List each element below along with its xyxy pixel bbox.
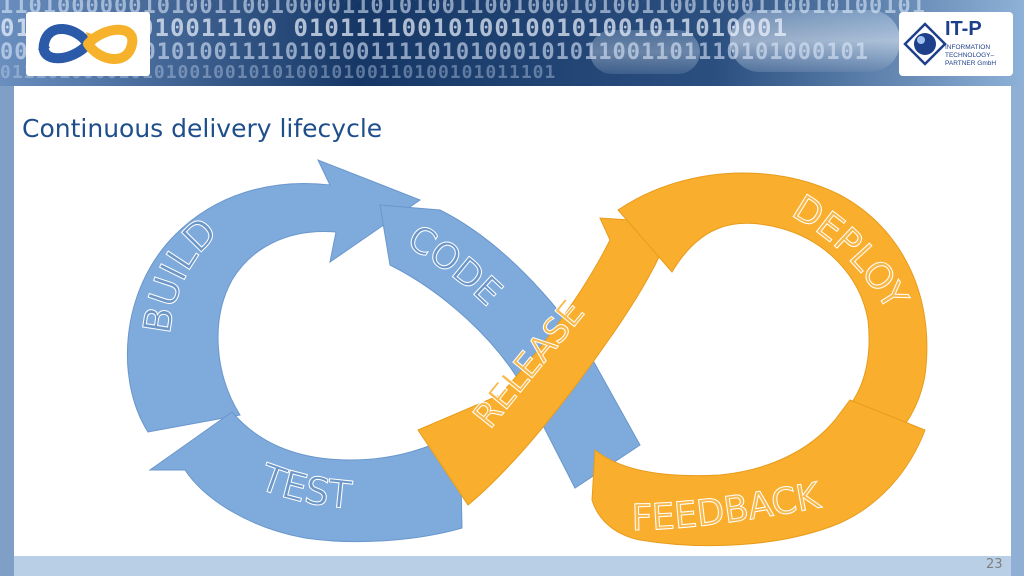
company-tagline-line: INFORMATION [945, 44, 991, 51]
company-tagline-line: PARTNER GmbH [945, 60, 997, 67]
globe-diamond-icon [903, 22, 947, 66]
feedback-arrow [591, 399, 926, 547]
build-arrow [127, 159, 422, 433]
release-arrow [417, 217, 661, 506]
company-tagline-line: TECHNOLOGY– [945, 52, 995, 59]
test-arrow [148, 411, 463, 543]
binary-text-line: 1101000000101001100100001101010011001000… [0, 0, 926, 19]
infinity-logo-icon [38, 24, 138, 64]
company-logo: IT-P INFORMATION TECHNOLOGY– PARTNER Gmb… [899, 12, 1013, 76]
company-name: IT-P [945, 18, 982, 40]
page-number: 23 [986, 557, 1003, 572]
infinity-logo [26, 12, 150, 76]
slide-title: Continuous delivery lifecycle [22, 114, 383, 143]
